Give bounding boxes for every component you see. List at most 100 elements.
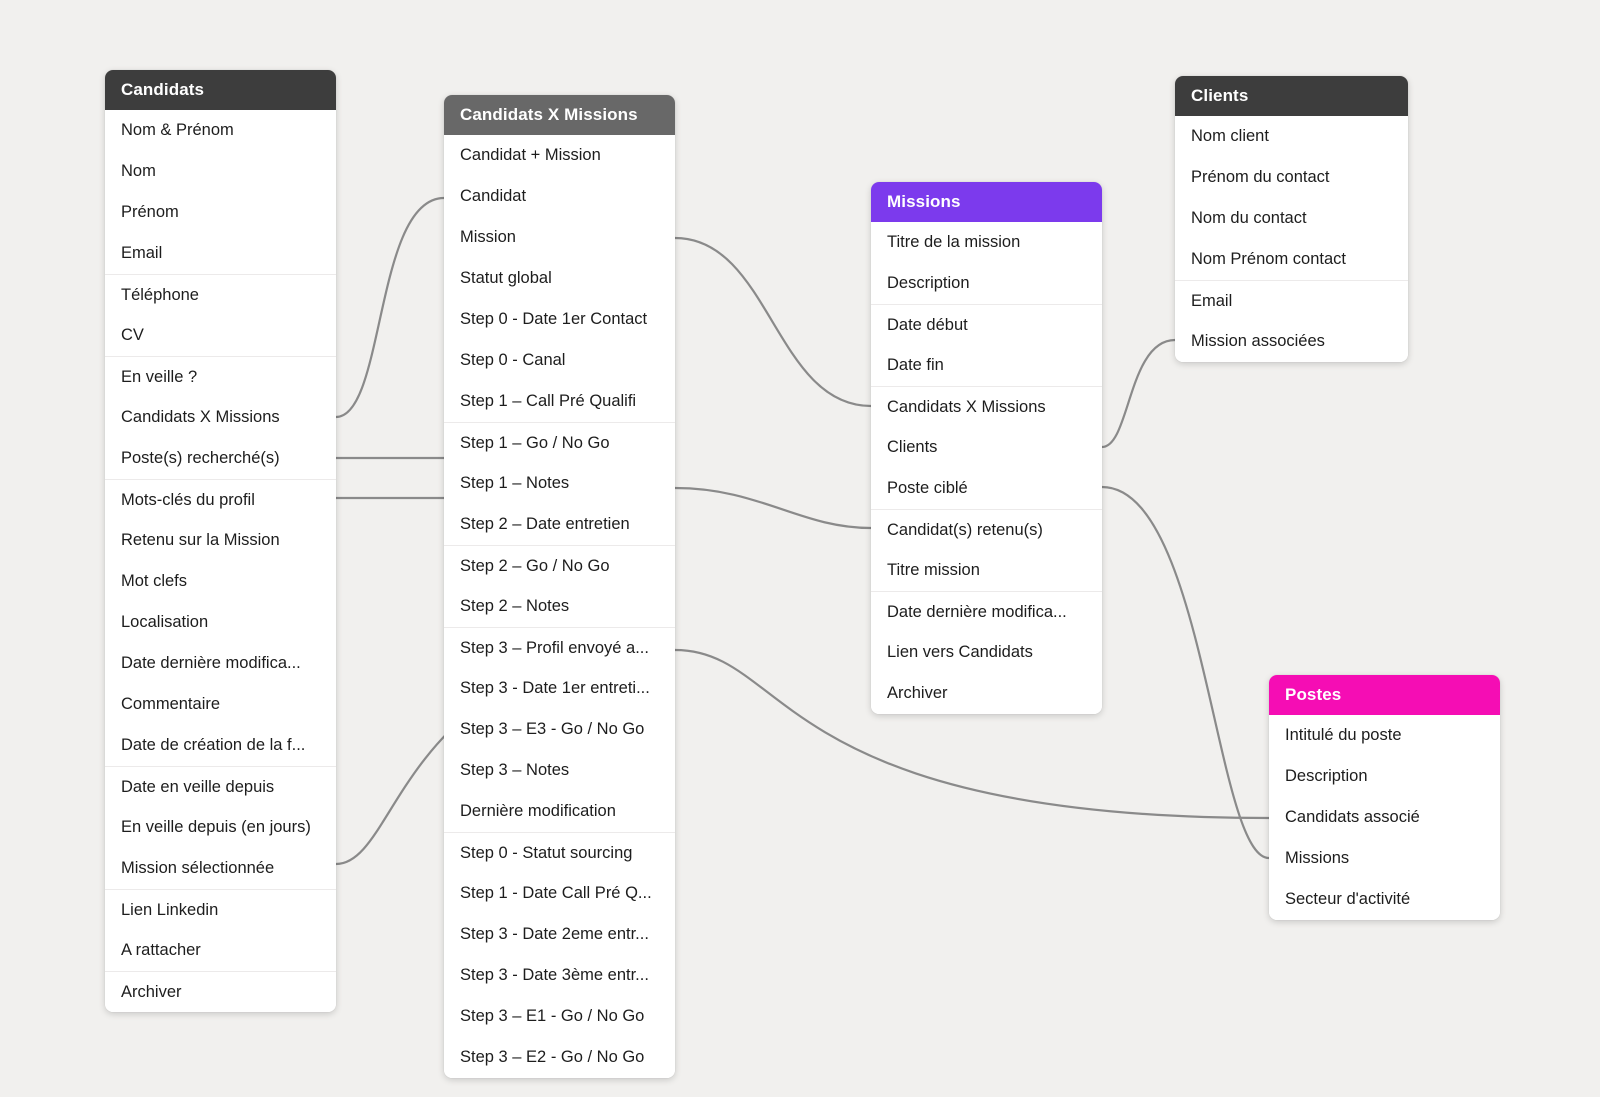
field-row[interactable]: Step 0 - Date 1er Contact (444, 299, 675, 340)
field-label: Date de création de la f... (121, 736, 306, 755)
relationship-link (673, 486, 873, 530)
field-row[interactable]: Nom & Prénom (105, 110, 336, 151)
table-header-clients[interactable]: Clients (1175, 76, 1408, 116)
field-label: Mission associées (1191, 332, 1325, 351)
field-row[interactable]: Nom (105, 151, 336, 192)
field-row[interactable]: Mission sélectionnée (105, 848, 336, 889)
field-row[interactable]: Description (871, 263, 1102, 304)
field-row[interactable]: Candidat (444, 176, 675, 217)
field-label: Step 2 – Go / No Go (460, 556, 610, 575)
field-label: Titre de la mission (887, 233, 1021, 252)
field-row[interactable]: Step 2 – Go / No Go (444, 545, 675, 586)
field-row[interactable]: Step 3 – Notes (444, 750, 675, 791)
field-row[interactable]: Commentaire (105, 684, 336, 725)
table-title: Clients (1191, 86, 1249, 105)
field-label: Nom & Prénom (121, 121, 234, 140)
field-row[interactable]: Clients (871, 427, 1102, 468)
field-label: Candidats X Missions (887, 397, 1046, 416)
field-label: Step 1 – Notes (460, 474, 570, 493)
field-row[interactable]: Description (1269, 756, 1500, 797)
field-row[interactable]: Step 1 – Go / No Go (444, 422, 675, 463)
field-label: Statut global (460, 269, 552, 288)
field-row[interactable]: Localisation (105, 602, 336, 643)
field-row[interactable]: CV (105, 315, 336, 356)
field-row[interactable]: Secteur d'activité (1269, 879, 1500, 920)
field-row[interactable]: Mission (444, 217, 675, 258)
field-row[interactable]: Statut global (444, 258, 675, 299)
field-row[interactable]: Date début (871, 304, 1102, 345)
field-row[interactable]: Step 3 - Date 1er entreti... (444, 668, 675, 709)
field-label: Téléphone (121, 285, 199, 304)
field-row[interactable]: Candidat + Mission (444, 135, 675, 176)
field-row[interactable]: Titre de la mission (871, 222, 1102, 263)
field-row[interactable]: En veille depuis (en jours) (105, 807, 336, 848)
field-row[interactable]: Titre mission (871, 550, 1102, 591)
field-row[interactable]: Step 1 – Notes (444, 463, 675, 504)
field-row[interactable]: Step 1 – Call Pré Qualifi (444, 381, 675, 422)
field-row[interactable]: Step 2 – Notes (444, 586, 675, 627)
field-row[interactable]: Candidat(s) retenu(s) (871, 509, 1102, 550)
field-row[interactable]: Dernière modification (444, 791, 675, 832)
field-row[interactable]: Mot clefs (105, 561, 336, 602)
field-row[interactable]: Lien vers Candidats (871, 632, 1102, 673)
field-row[interactable]: Téléphone (105, 274, 336, 315)
field-row[interactable]: Date de création de la f... (105, 725, 336, 766)
field-row[interactable]: Step 0 - Canal (444, 340, 675, 381)
field-row[interactable]: Step 1 - Date Call Pré Q... (444, 873, 675, 914)
field-row[interactable]: Candidats X Missions (871, 386, 1102, 427)
table-header-missions[interactable]: Missions (871, 182, 1102, 222)
field-row[interactable]: Date dernière modifica... (871, 591, 1102, 632)
field-row[interactable]: Nom client (1175, 116, 1408, 157)
field-label: CV (121, 326, 144, 345)
field-row[interactable]: Email (105, 233, 336, 274)
field-row[interactable]: Email (1175, 280, 1408, 321)
field-row[interactable]: Step 3 – E1 - Go / No Go (444, 996, 675, 1037)
field-row[interactable]: Date fin (871, 345, 1102, 386)
field-row[interactable]: Prénom (105, 192, 336, 233)
field-row[interactable]: Step 3 - Date 2eme entr... (444, 914, 675, 955)
field-label: Nom client (1191, 127, 1269, 146)
field-label: Commentaire (121, 695, 221, 714)
field-row[interactable]: Poste ciblé (871, 468, 1102, 509)
field-row[interactable]: Mission associées (1175, 321, 1408, 362)
field-row[interactable]: Candidats X Missions (105, 397, 336, 438)
field-row[interactable]: Archiver (105, 971, 336, 1012)
field-row[interactable]: Prénom du contact (1175, 157, 1408, 198)
table-header-candidats[interactable]: Candidats (105, 70, 336, 110)
relationship-link (1100, 485, 1271, 860)
field-row[interactable]: Step 0 - Statut sourcing (444, 832, 675, 873)
field-label: A rattacher (121, 941, 201, 960)
field-row[interactable]: En veille ? (105, 356, 336, 397)
field-row[interactable]: Lien Linkedin (105, 889, 336, 930)
relationship-link (673, 236, 873, 408)
field-row[interactable]: Nom Prénom contact (1175, 239, 1408, 280)
field-row[interactable]: Archiver (871, 673, 1102, 714)
field-row[interactable]: Missions (1269, 838, 1500, 879)
field-label: Step 1 - Date Call Pré Q... (460, 884, 652, 903)
field-row[interactable]: Step 3 – Profil envoyé a... (444, 627, 675, 668)
field-row[interactable]: Nom du contact (1175, 198, 1408, 239)
field-row[interactable]: Step 3 – E2 - Go / No Go (444, 1037, 675, 1078)
field-label: Retenu sur la Mission (121, 531, 280, 550)
field-row[interactable]: Date en veille depuis (105, 766, 336, 807)
field-row[interactable]: A rattacher (105, 930, 336, 971)
field-row[interactable]: Step 3 – E3 - Go / No Go (444, 709, 675, 750)
field-row[interactable]: Intitulé du poste (1269, 715, 1500, 756)
field-row[interactable]: Step 3 - Date 3ème entr... (444, 955, 675, 996)
field-row[interactable]: Step 2 – Date entretien (444, 504, 675, 545)
table-header-candidats-x-missions[interactable]: Candidats X Missions (444, 95, 675, 135)
field-row[interactable]: Poste(s) recherché(s) (105, 438, 336, 479)
field-row[interactable]: Retenu sur la Mission (105, 520, 336, 561)
field-row[interactable]: Mots-clés du profil (105, 479, 336, 520)
field-label: Nom du contact (1191, 209, 1307, 228)
field-row[interactable]: Candidats associé (1269, 797, 1500, 838)
table-header-postes[interactable]: Postes (1269, 675, 1500, 715)
field-label: Mots-clés du profil (121, 490, 255, 509)
field-row[interactable]: Date dernière modifica... (105, 643, 336, 684)
